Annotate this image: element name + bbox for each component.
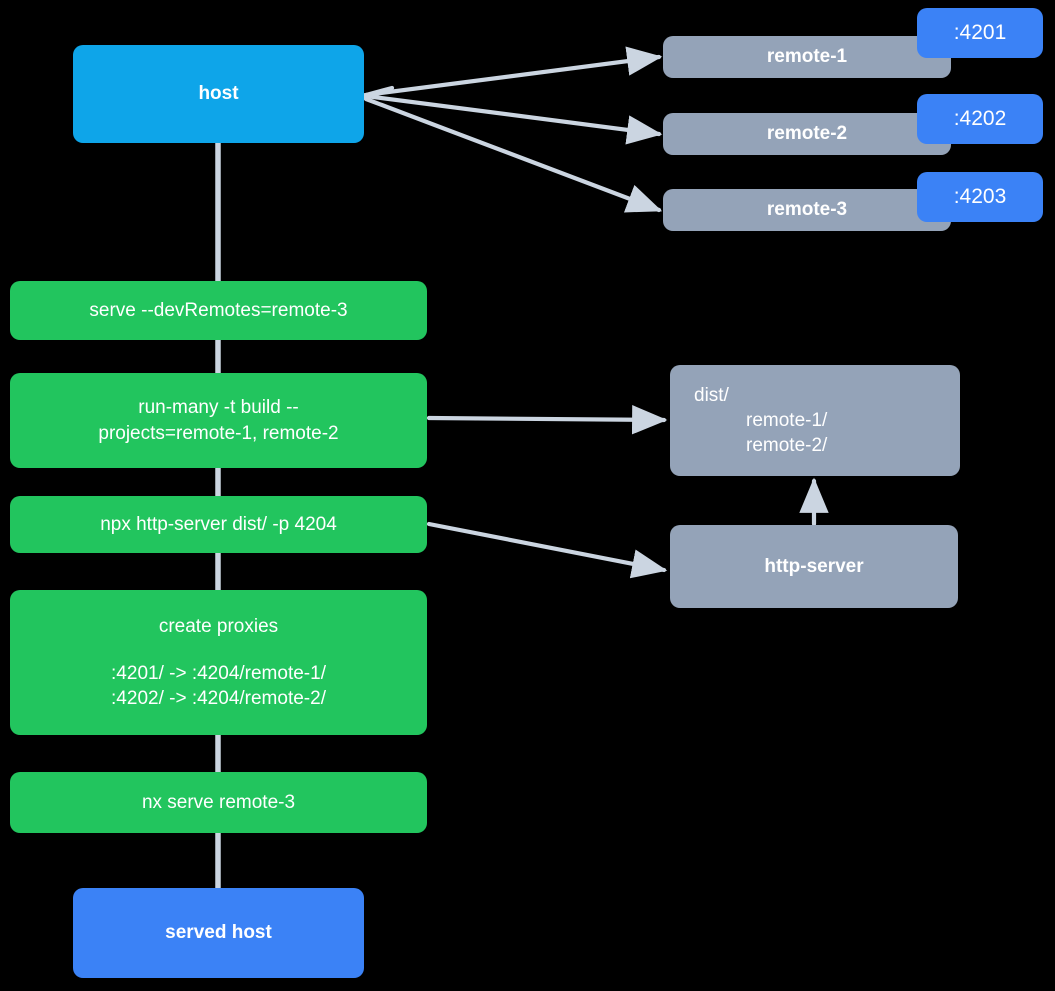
node-host[interactable]: host (73, 45, 364, 143)
edge-host-to-remote-1 (363, 46, 663, 98)
nx-serve-command-label: nx serve remote-3 (141, 791, 296, 813)
port-badge-remote-3-label: :4203 (953, 185, 1007, 208)
node-http-server-command[interactable]: npx http-server dist/ -p 4204 (10, 496, 427, 553)
edge-run-many-to-dist (426, 405, 668, 435)
create-proxies-rule-1: :4201/ -> :4204/remote-1/ (111, 662, 326, 684)
port-badge-remote-3[interactable]: :4203 (917, 172, 1043, 222)
http-server-label: http-server (764, 555, 864, 577)
node-served-host[interactable]: served host (73, 888, 364, 978)
node-remote-2[interactable]: remote-2 (663, 113, 951, 155)
node-run-many-command[interactable]: run-many -t build -- projects=remote-1, … (10, 373, 427, 468)
remote-1-label: remote-1 (766, 46, 848, 68)
edge-http-cmd-to-http-server (426, 521, 668, 579)
node-http-server[interactable]: http-server (670, 525, 958, 608)
create-proxies-rule-2: :4202/ -> :4204/remote-2/ (111, 688, 326, 710)
node-dist-folder[interactable]: dist/ remote-1/ remote-2/ (670, 365, 960, 476)
port-badge-remote-2[interactable]: :4202 (917, 94, 1043, 144)
serve-command-label: serve --devRemotes=remote-3 (89, 299, 348, 321)
run-many-line-2: projects=remote-1, remote-2 (98, 422, 339, 444)
port-badge-remote-1-label: :4201 (953, 21, 1007, 44)
dist-folder-child-2: remote-2/ (746, 435, 828, 457)
remote-3-label: remote-3 (766, 199, 848, 221)
run-many-line-1: run-many -t build -- (138, 397, 299, 419)
edge-host-to-remote-3 (363, 96, 663, 213)
dist-folder-root: dist/ (694, 384, 729, 406)
node-remote-3[interactable]: remote-3 (663, 189, 951, 231)
node-host-label: host (198, 83, 239, 105)
served-host-label: served host (165, 922, 272, 944)
dist-folder-child-1: remote-1/ (746, 409, 828, 431)
node-remote-1[interactable]: remote-1 (663, 36, 951, 78)
node-nx-serve-command[interactable]: nx serve remote-3 (10, 772, 427, 833)
create-proxies-title: create proxies (158, 615, 279, 637)
http-server-command-label: npx http-server dist/ -p 4204 (100, 513, 337, 535)
edge-remotes-to-host (332, 85, 395, 118)
node-create-proxies[interactable]: create proxies :4201/ -> :4204/remote-1/… (10, 590, 427, 735)
edge-host-to-remote-2 (363, 93, 663, 145)
node-serve-command[interactable]: serve --devRemotes=remote-3 (10, 281, 427, 340)
port-badge-remote-2-label: :4202 (953, 107, 1007, 130)
port-badge-remote-1[interactable]: :4201 (917, 8, 1043, 58)
remote-2-label: remote-2 (766, 123, 848, 145)
